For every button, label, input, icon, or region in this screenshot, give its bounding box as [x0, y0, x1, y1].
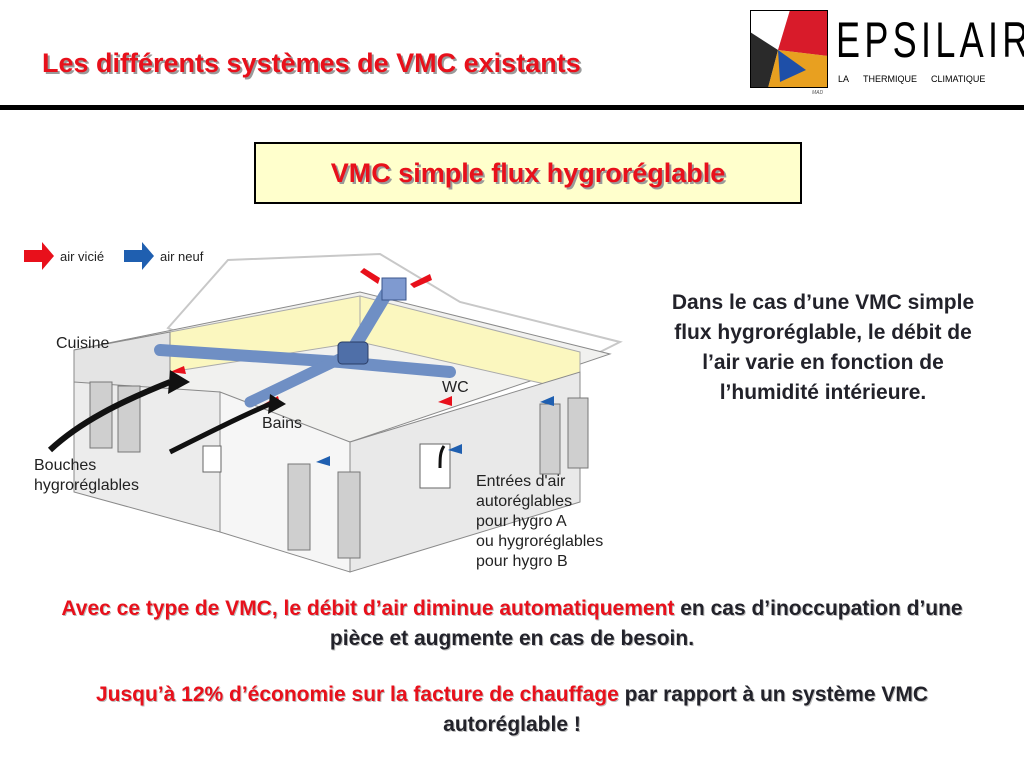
logo-tagline-la: LA [838, 74, 850, 84]
shutter [567, 397, 589, 469]
window [202, 445, 222, 473]
stale-air-arrow-icon [24, 242, 54, 270]
paragraph-occupancy-highlight: Avec ce type de VMC, le débit d’air dimi… [61, 597, 675, 620]
epsilair-logo: EPSILAIR LA THERMIQUE CLIMATIQUE MAD [750, 10, 1024, 96]
shutter [539, 403, 561, 475]
subtitle: VMC simple flux hygroréglable [330, 157, 726, 188]
label-kitchen: Cuisine [56, 335, 109, 352]
logo-mark-icon [750, 10, 828, 88]
paragraph-savings: Jusqu’à 12% d’économie sur la facture de… [40, 680, 984, 740]
header-divider [0, 105, 1024, 110]
shutter [287, 463, 311, 551]
exhaust-arrow-icon [410, 274, 432, 288]
label-vents-line2: hygroréglables [34, 477, 139, 494]
paragraph-savings-rest: par rapport à un système VMC autoréglabl… [443, 683, 929, 736]
paragraph-savings-highlight: Jusqu’à 12% d’économie sur la facture de… [95, 683, 619, 706]
label-inlets-4: ou hygroréglables [476, 533, 603, 550]
callout-pointer [438, 445, 446, 469]
label-inlets-3: pour hygro A [476, 513, 567, 530]
callout-pointer [168, 401, 271, 455]
label-vents-line1: Bouches [34, 457, 96, 474]
label-inlets-2: autoréglables [476, 493, 572, 510]
inlet-arrow-icon [448, 444, 462, 454]
label-inlets-1: Entrées d'air [476, 473, 566, 490]
exhaust-arrow-icon [360, 268, 380, 284]
extract-arrow-icon [438, 396, 452, 406]
callout-pointer-head [168, 370, 190, 394]
shutter [337, 471, 361, 559]
vmc-house-diagram: air vicié air neuf Cuisine WC Bains Bouc… [24, 242, 623, 573]
logo-wordmark: EPSILAIR [836, 12, 1024, 68]
paragraph-occupancy: Avec ce type de VMC, le débit d’air dimi… [40, 594, 984, 654]
extract-duct [244, 348, 356, 408]
fresh-air-arrow-icon [124, 242, 154, 270]
window [419, 443, 451, 489]
side-description: Dans le cas d’une VMC simple flux hygror… [671, 291, 975, 404]
subtitle-box: VMC simple flux hygroréglable [254, 142, 802, 204]
label-wc: WC [442, 379, 469, 396]
callout-pointer [47, 379, 172, 453]
logo-mark-text: MAD [812, 90, 824, 96]
page-title: Les différents systèmes de VMC existants [42, 48, 581, 78]
legend-stale-air: air vicié [60, 249, 104, 264]
inlet-arrow-icon [540, 396, 554, 406]
inlet-arrow-icon [316, 456, 330, 466]
logo-tagline-climatique: CLIMATIQUE [931, 74, 986, 84]
logo-tagline: LA THERMIQUE CLIMATIQUE [838, 74, 999, 84]
callout-pointer-head [268, 394, 286, 414]
roof-outlet [381, 277, 407, 301]
logo-tagline-thermique: THERMIQUE [863, 74, 918, 84]
legend-fresh-air: air neuf [160, 249, 204, 264]
vmc-fan-unit [337, 341, 369, 365]
label-bath: Bains [262, 415, 302, 432]
paragraph-occupancy-rest: en cas d’inoccupation d’une pièce et aug… [329, 597, 963, 650]
label-inlets-5: pour hygro B [476, 553, 568, 570]
extract-arrow-icon [170, 366, 186, 374]
